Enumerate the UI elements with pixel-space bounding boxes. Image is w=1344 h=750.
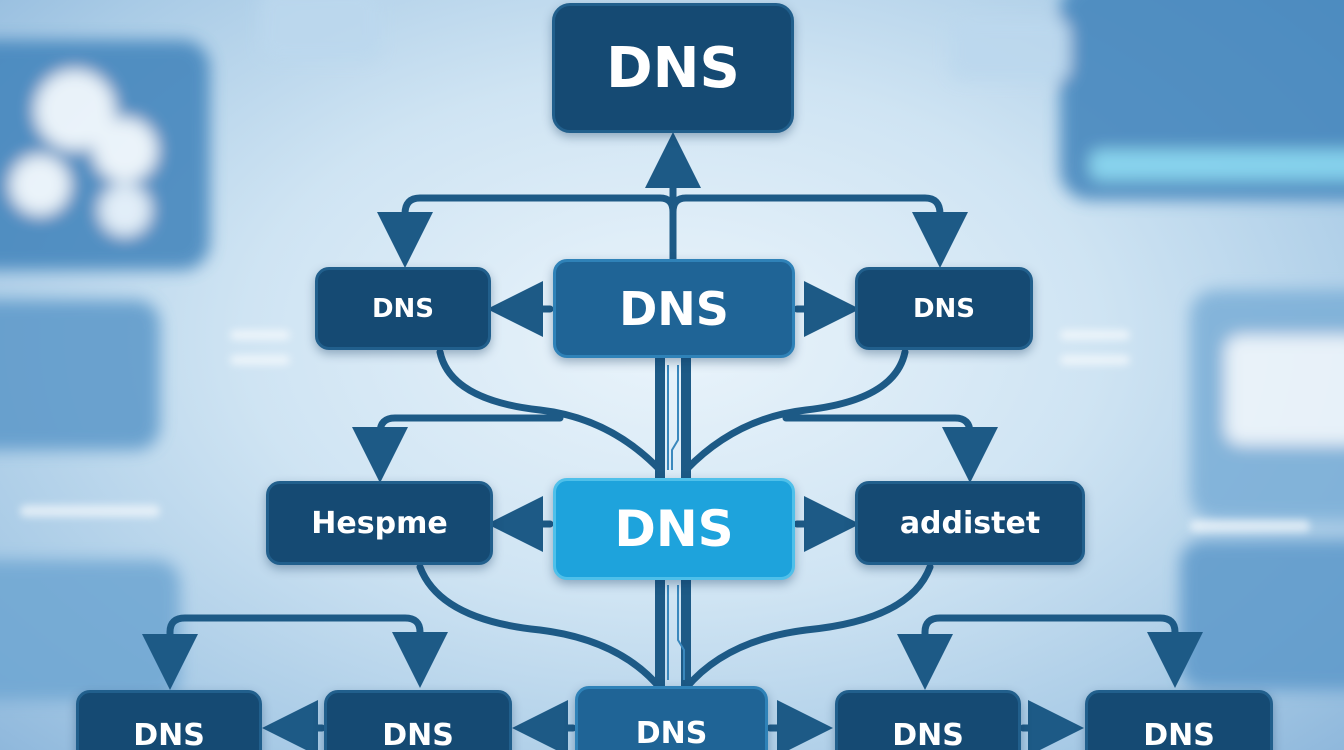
cloud-icon	[99, 184, 151, 236]
l3-dns-node-1: DNS	[76, 690, 262, 750]
l1-left-dns-node: DNS	[315, 267, 491, 350]
cloud-icon	[93, 118, 157, 182]
branch-arrow-right	[669, 194, 968, 268]
bg-panel-left	[0, 300, 160, 450]
bg-panel-bottomleft	[0, 560, 180, 700]
bg-line	[230, 355, 290, 365]
l3-dns-node-3: DNS	[575, 686, 768, 750]
circuit-line	[677, 585, 685, 680]
bg-line	[1190, 520, 1310, 532]
cloud-icon	[35, 70, 115, 150]
curve-l1-right	[682, 348, 909, 474]
l2-right-node: addistet	[855, 481, 1085, 565]
curve-l2-right	[682, 563, 934, 692]
l3-dns-node-4: DNS	[835, 690, 1021, 750]
l3-dns-node-2: DNS	[324, 690, 512, 750]
server-icon	[1225, 335, 1344, 445]
bg-line	[20, 505, 160, 517]
l1-right-dns-node: DNS	[855, 267, 1033, 350]
bg-line	[1060, 355, 1130, 365]
root-dns-node: DNS	[552, 3, 794, 133]
branch-arrow-l3-left	[166, 614, 448, 688]
branch-arrow-l2-right	[782, 414, 998, 483]
bg-panel-topcenter	[950, 20, 1070, 80]
bg-line	[230, 330, 290, 340]
bg-stripe-topright	[1090, 150, 1344, 180]
branch-arrow-l2-left	[352, 414, 564, 483]
l2-left-node: Hespme	[266, 481, 493, 565]
curve-l2-left	[416, 563, 664, 692]
l3-dns-node-5: DNS	[1085, 690, 1273, 750]
l1-center-dns-node: DNS	[553, 259, 795, 358]
branch-arrow-left	[377, 194, 677, 268]
cloud-icon	[10, 155, 70, 215]
l2-center-dns-node: DNS	[553, 478, 795, 580]
bg-panel-topcenter	[260, 0, 380, 60]
curve-l1-left	[436, 348, 664, 474]
bg-panel-bottomright	[1180, 540, 1344, 690]
bg-line	[1060, 330, 1130, 340]
branch-arrow-l3-right	[921, 614, 1203, 688]
bg-panel-topright	[1060, 0, 1344, 200]
circuit-line	[671, 365, 679, 470]
